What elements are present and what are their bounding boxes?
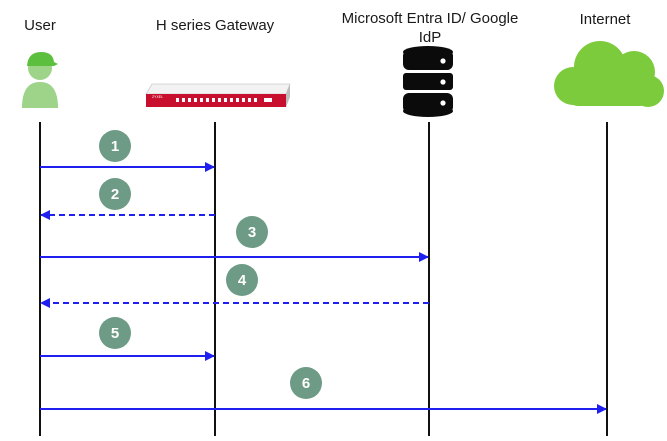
user-icon [22,52,58,108]
step-badge-5 [99,317,131,349]
step-badge-3 [236,216,268,248]
gateway-brand-text: ZYXEL [152,95,163,99]
cloud-icon [554,41,664,107]
step-number-1: 1 [111,138,119,155]
actor-label-user: User [24,17,56,34]
database-icon [403,46,453,117]
actor-label-idp: Microsoft Entra ID/ Google IdP [341,10,519,46]
step-1: 1 [40,130,215,172]
gateway-device-icon: ZYXEL [145,83,291,107]
step-number-5: 5 [111,325,119,342]
step-number-2: 2 [111,186,119,203]
step-6: 6 [40,367,607,414]
step-5: 5 [40,317,215,361]
step-4: 4 [40,264,429,308]
step-2: 2 [40,178,215,220]
step-badge-4 [226,264,258,296]
step-number-6: 6 [302,375,310,392]
step-number-4: 4 [238,272,247,289]
step-badge-2 [99,178,131,210]
actor-label-internet: Internet [579,11,631,28]
step-badge-1 [99,130,131,162]
step-number-3: 3 [248,224,256,241]
step-3: 3 [40,216,429,262]
step-badge-6 [290,367,322,399]
actor-label-gateway: H series Gateway [155,17,275,34]
